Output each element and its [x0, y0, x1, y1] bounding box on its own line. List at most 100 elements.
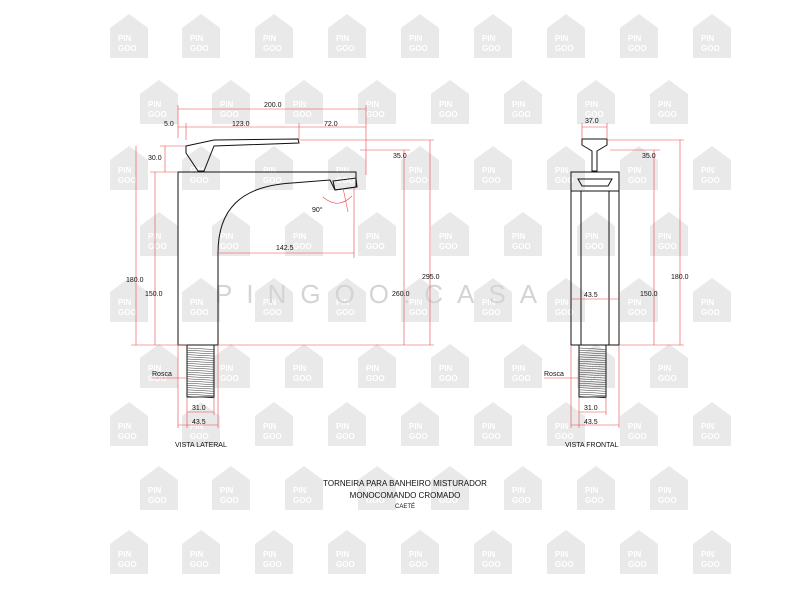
watermark-house-icon: PINGOO — [110, 14, 148, 58]
watermark-tile-text: GOO — [555, 44, 574, 53]
watermark-tile-text: PIN — [220, 364, 234, 373]
dim-lever-offset: 5.0 — [164, 121, 174, 128]
watermark-house-icon: PINGOO — [474, 278, 512, 322]
watermark-tile-text: PIN — [701, 422, 715, 431]
watermark-tile-text: GOO — [482, 176, 501, 185]
watermark-tile-text: GOO — [336, 432, 355, 441]
watermark-tile-text: PIN — [336, 166, 350, 175]
watermark-house-icon: PINGOO — [182, 14, 220, 58]
dim-lever-height: 30.0 — [148, 155, 162, 162]
thread-line — [578, 358, 607, 361]
watermark-house-icon: PINGOO — [110, 146, 148, 190]
watermark-house-icon: PINGOO — [693, 14, 731, 58]
watermark-house-icon: PINGOO — [358, 80, 396, 124]
watermark-house-icon: PINGOO — [474, 530, 512, 574]
thread-line — [578, 380, 607, 383]
watermark-house-icon: PINGOO — [693, 146, 731, 190]
thread-line — [578, 376, 607, 379]
watermark-house-icon: PINGOO — [474, 14, 512, 58]
watermark-house-icon: PINGOO — [401, 14, 439, 58]
watermark-tile-text: GOO — [555, 560, 574, 569]
dim-body-height: 180.0 — [126, 277, 144, 284]
watermark-house-icon: PINGOO — [358, 344, 396, 388]
watermark-tile-text: GOO — [336, 44, 355, 53]
watermark-tile-text: GOO — [263, 308, 282, 317]
watermark-house-icon: PINGOO — [547, 14, 585, 58]
watermark-house-icon: PINGOO — [182, 530, 220, 574]
watermark-tile-text: GOO — [190, 432, 209, 441]
watermark-tile-text: PIN — [118, 166, 132, 175]
watermark-tile-text: GOO — [293, 242, 312, 251]
thread-line — [186, 358, 215, 361]
thread-line — [186, 378, 215, 381]
watermark-house-icon: PINGOO — [255, 146, 293, 190]
title-line-3: CAETÉ — [395, 503, 415, 510]
watermark-tile-text: PIN — [190, 34, 204, 43]
watermark-house-icon: PINGOO — [401, 146, 439, 190]
dim-lever-length: 123.0 — [232, 121, 250, 128]
watermark-house-icon: PINGOO — [328, 278, 366, 322]
watermark-tile-text: PIN — [628, 550, 642, 559]
thread-line — [186, 387, 215, 390]
front-thread — [578, 344, 607, 399]
watermark-tile-text: PIN — [512, 232, 526, 241]
watermark-tile-text: PIN — [336, 550, 350, 559]
watermark-house-icon: PINGOO — [650, 80, 688, 124]
watermark-house-icon: PINGOO — [212, 466, 250, 510]
dim-front-body-width: 43.5 — [584, 292, 598, 299]
dim-spout-height: 35.0 — [393, 153, 407, 160]
watermark-tile-text: GOO — [148, 496, 167, 505]
watermark-tile-text: PIN — [482, 550, 496, 559]
watermark-tile-text: GOO — [293, 110, 312, 119]
watermark-house-icon: PINGOO — [110, 278, 148, 322]
watermark-tile-text: PIN — [512, 486, 526, 495]
dim-body-inner-height: 150.0 — [145, 291, 163, 298]
watermark-house-icon: PINGOO — [620, 278, 658, 322]
thread-line — [186, 389, 215, 392]
lateral-lever-handle — [185, 138, 300, 172]
watermark-tile-text: GOO — [585, 242, 604, 251]
thread-line — [578, 382, 607, 385]
dim-front-thread-diameter: 31.0 — [584, 405, 598, 412]
thread-line — [578, 385, 607, 388]
thread-line — [578, 393, 607, 396]
watermark-tile-text: PIN — [263, 166, 277, 175]
watermark-tile-text: PIN — [701, 166, 715, 175]
watermark-tile-text: PIN — [190, 298, 204, 307]
dim-base-diameter: 43.5 — [192, 419, 206, 426]
watermark-tile-text: GOO — [366, 242, 385, 251]
watermark-house-icon: PINGOO — [547, 530, 585, 574]
watermark-house-icon: PINGOO — [255, 14, 293, 58]
lateral-thread-label: Rosca — [152, 371, 172, 378]
watermark-tile-text: PIN — [118, 34, 132, 43]
watermark-tile-text: PIN — [701, 34, 715, 43]
watermark-tile-text: GOO — [336, 176, 355, 185]
thread-line — [186, 352, 215, 355]
lateral-spout-outlet — [332, 177, 358, 191]
watermark-tile-text: PIN — [658, 232, 672, 241]
watermark-house-icon: PINGOO — [431, 466, 469, 510]
watermark-house-icon: PINGOO — [504, 80, 542, 124]
watermark-tile-text: PIN — [263, 422, 277, 431]
watermark-tile-text: PIN — [701, 298, 715, 307]
watermark-tile-text: GOO — [555, 176, 574, 185]
front-lever-knob — [581, 138, 608, 172]
watermark-house-icon: PINGOO — [474, 402, 512, 446]
watermark-house-icon: PINGOO — [504, 466, 542, 510]
watermark-house-icon: PINGOO — [358, 212, 396, 256]
watermark-tile-text: PIN — [555, 34, 569, 43]
thread-line — [578, 352, 607, 355]
watermark-tile-text: GOO — [482, 432, 501, 441]
watermark-tile-text: PIN — [512, 100, 526, 109]
thread-line — [578, 389, 607, 392]
watermark-tile-text: GOO — [628, 432, 647, 441]
watermark-tile-text: PIN — [190, 550, 204, 559]
front-thread-label: Rosca — [544, 371, 564, 378]
watermark-tile-text: PIN — [555, 166, 569, 175]
watermark-tile-text: GOO — [366, 374, 385, 383]
watermark-house-icon: PINGOO — [693, 402, 731, 446]
watermark-house-icon: PINGOO — [504, 344, 542, 388]
watermark-tile-text: GOO — [118, 432, 137, 441]
watermark-house-icon: PINGOO — [285, 80, 323, 124]
watermark-tile-text: PIN — [555, 422, 569, 431]
